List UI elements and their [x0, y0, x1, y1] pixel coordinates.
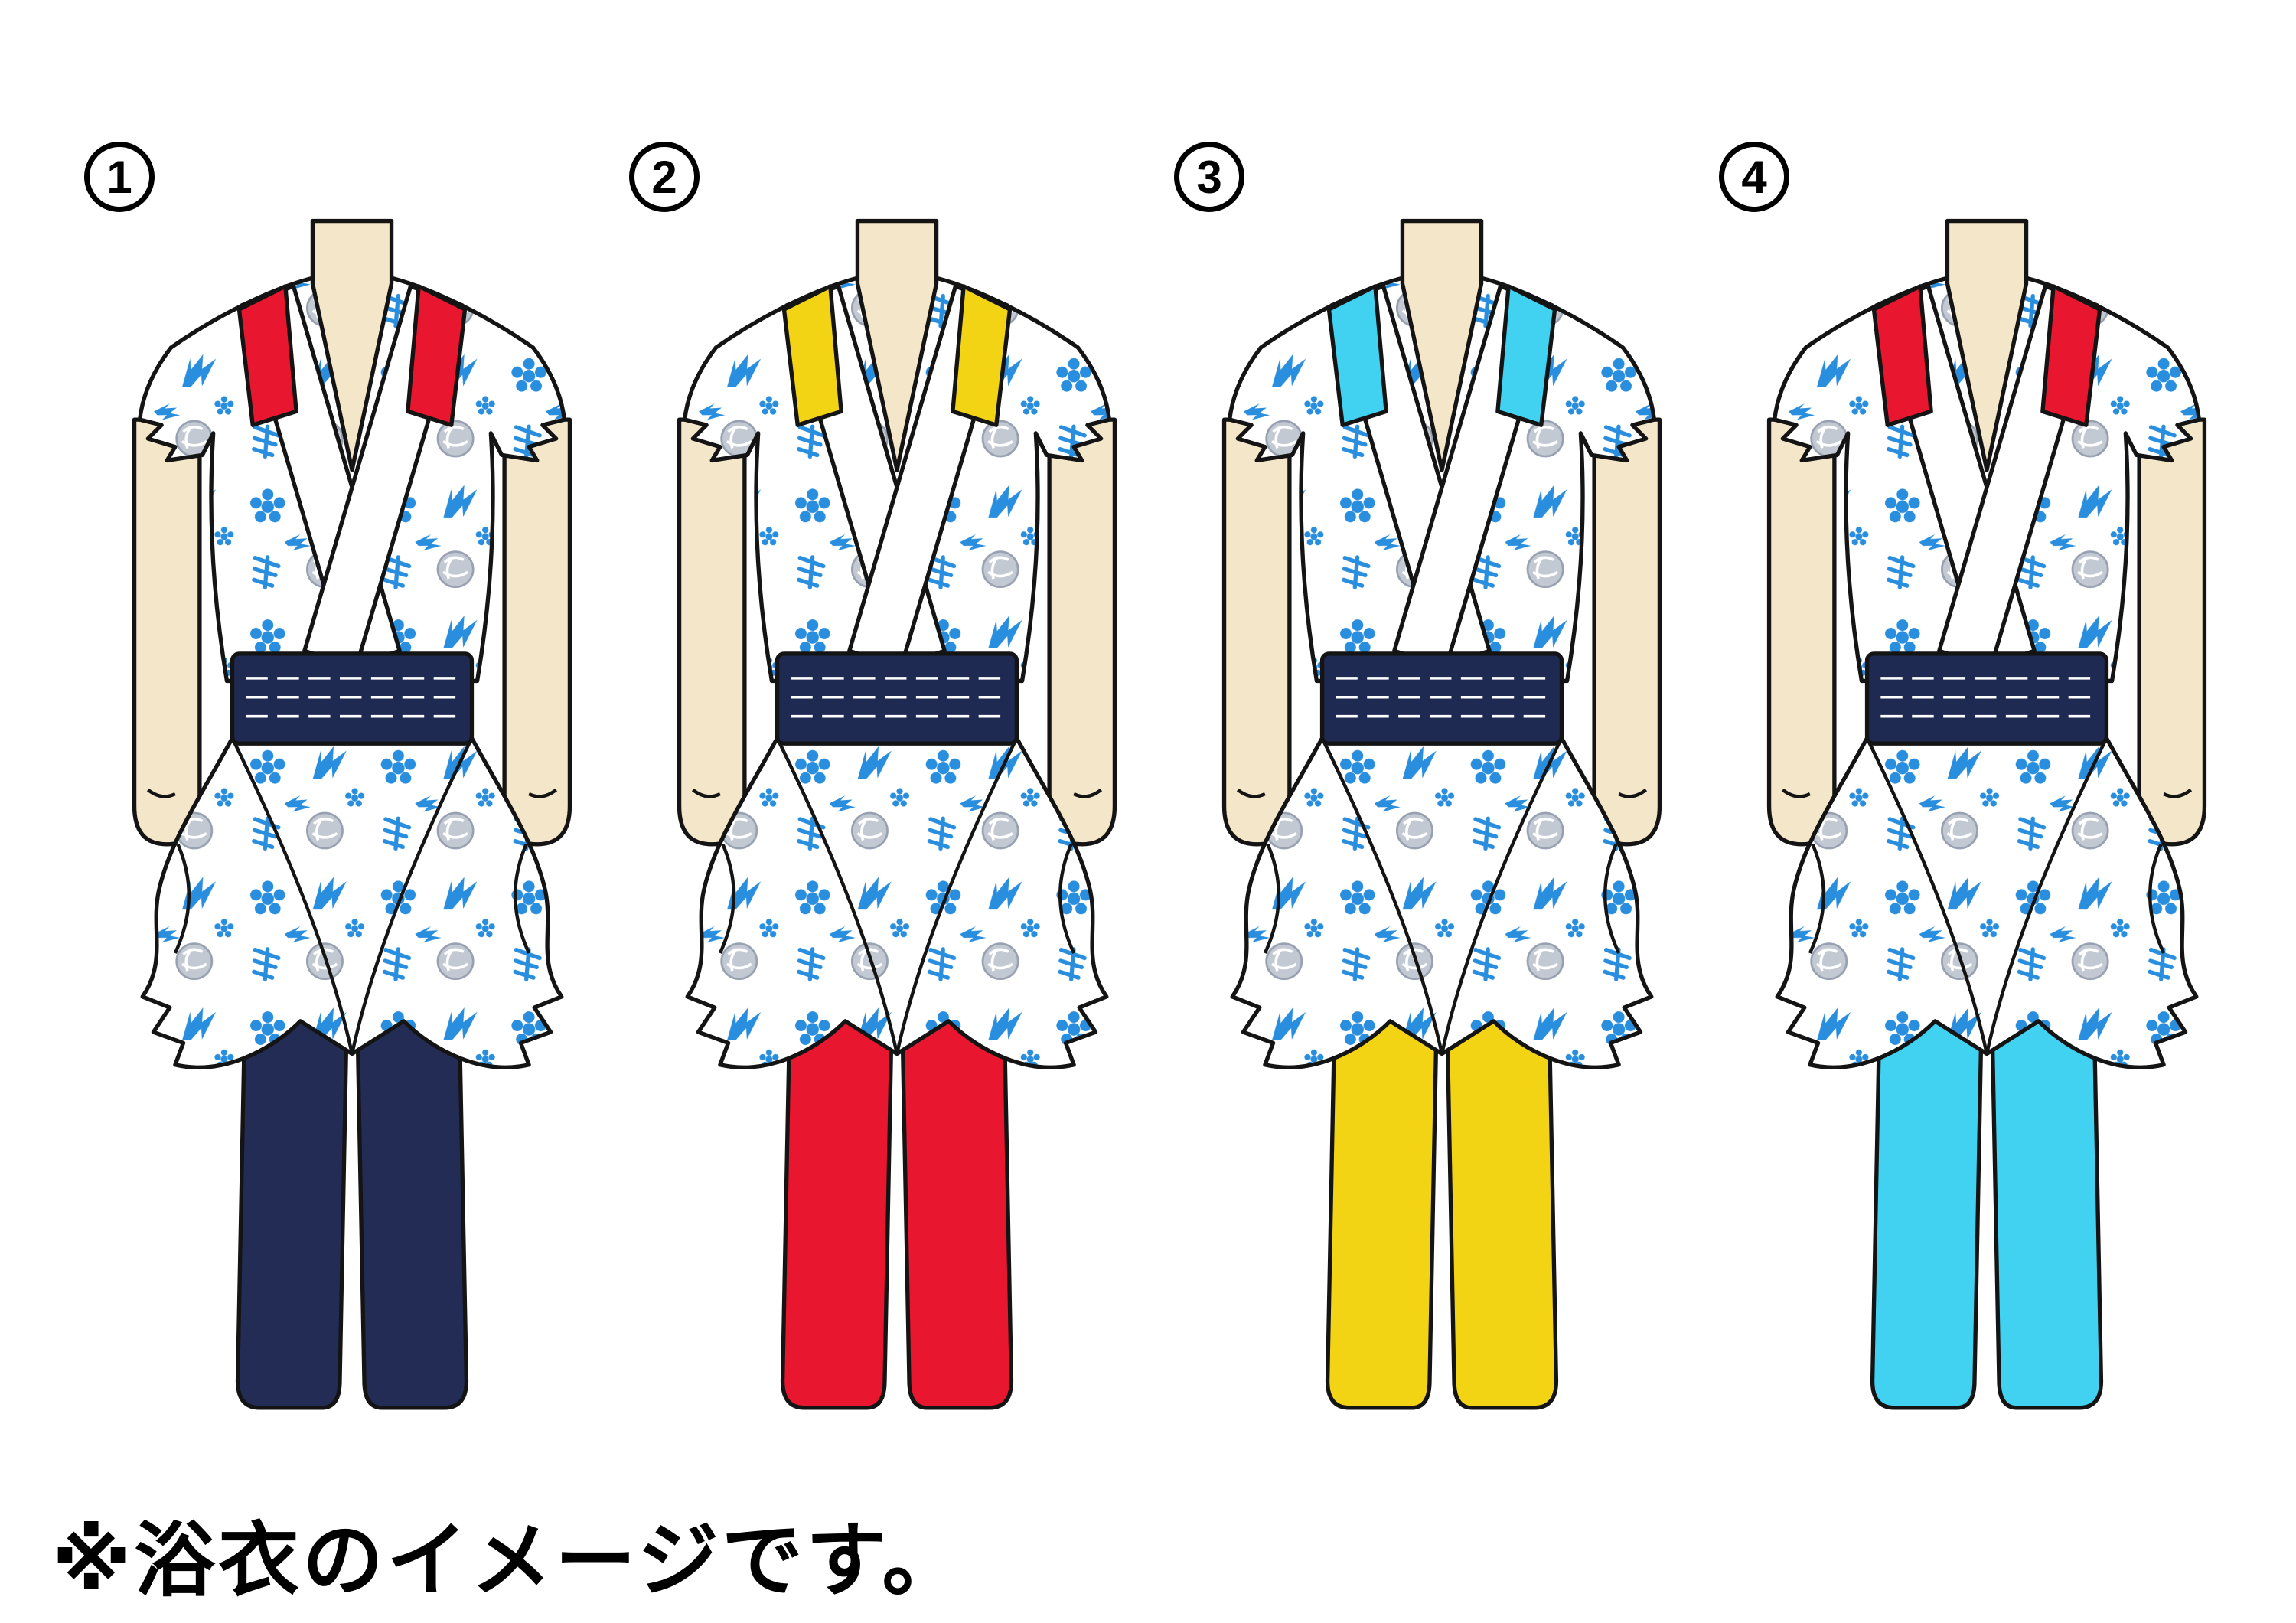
- variant-number-label: 3: [1196, 151, 1222, 203]
- variant-number-badge: 4: [1719, 142, 1789, 212]
- yukata-variants-row: 1 2 3 4: [84, 142, 2232, 1443]
- caption-note: ※浴衣のイメージです。: [52, 1516, 967, 1606]
- variant-number-badge: 1: [84, 142, 155, 212]
- yukata-variant-card-3: 3: [1174, 142, 1687, 1443]
- yukata-variant-card-4: 4: [1719, 142, 2232, 1443]
- yukata-illustration: [1742, 218, 2232, 1443]
- variant-number-badge: 3: [1174, 142, 1244, 212]
- yukata-variant-card-1: 1: [84, 142, 597, 1443]
- variant-number-label: 4: [1741, 151, 1767, 203]
- variant-number-label: 2: [651, 151, 677, 203]
- variant-number-label: 1: [106, 151, 132, 203]
- yukata-illustration: [652, 218, 1142, 1443]
- yukata-variant-card-2: 2: [629, 142, 1142, 1443]
- yukata-illustration: [107, 218, 597, 1443]
- yukata-illustration: [1197, 218, 1687, 1443]
- variant-number-badge: 2: [629, 142, 700, 212]
